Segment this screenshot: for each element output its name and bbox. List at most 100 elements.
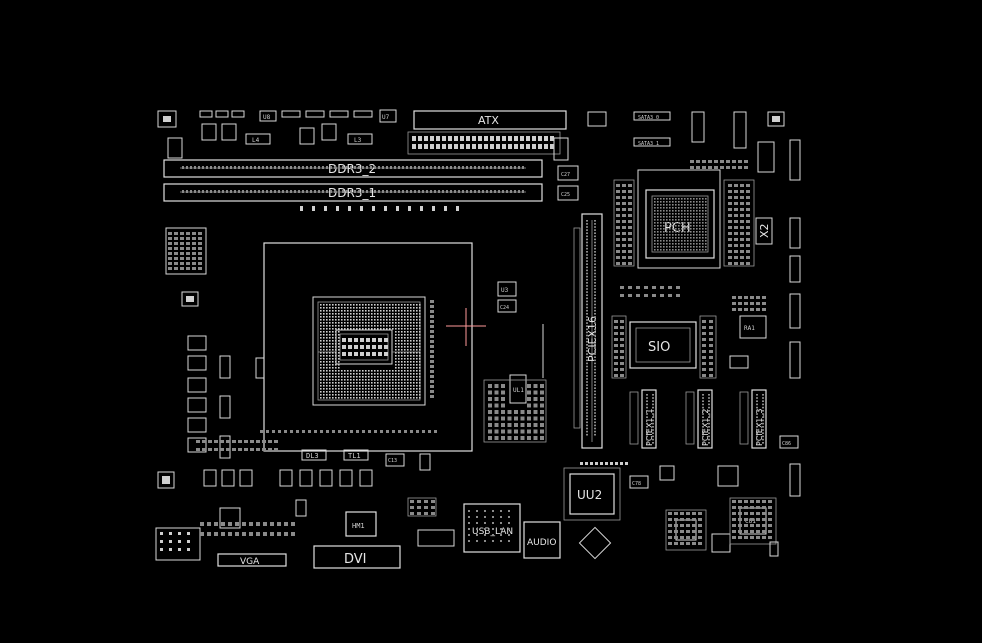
pad: [690, 201, 692, 203]
pad: [672, 219, 674, 221]
pad: [430, 305, 434, 308]
pad: [341, 373, 343, 375]
pad: [746, 232, 750, 235]
pad: [320, 430, 323, 433]
pad: [404, 355, 406, 357]
pad: [702, 243, 704, 245]
pad: [756, 400, 758, 402]
pad: [294, 166, 296, 169]
pad: [678, 216, 680, 218]
pad: [430, 166, 432, 169]
pad: [320, 331, 322, 333]
pad: [756, 442, 758, 444]
pad: [458, 190, 460, 193]
pad: [687, 198, 689, 200]
pad: [329, 394, 331, 396]
pad: [371, 370, 373, 372]
pad: [681, 198, 683, 200]
pad: [368, 430, 371, 433]
pad: [669, 198, 671, 200]
pad: [681, 207, 683, 209]
pad: [693, 207, 695, 209]
pad: [332, 304, 334, 306]
pad: [323, 346, 325, 348]
pad: [678, 249, 680, 251]
pad: [410, 355, 412, 357]
pad: [401, 316, 403, 318]
pad: [320, 319, 322, 321]
pad: [383, 313, 385, 315]
pad: [762, 296, 766, 299]
pad: [708, 432, 710, 434]
pad: [406, 190, 408, 193]
pad: [238, 448, 242, 451]
pad: [501, 436, 505, 440]
pad: [699, 246, 701, 248]
pad: [750, 500, 754, 503]
pad: [628, 256, 632, 259]
pad: [702, 237, 704, 239]
pad: [419, 388, 421, 390]
pad: [684, 207, 686, 209]
pad: [444, 206, 447, 211]
pad: [696, 213, 698, 215]
pad: [669, 204, 671, 206]
pad: [663, 198, 665, 200]
pad: [413, 370, 415, 372]
pad: [344, 391, 346, 393]
pad: [762, 397, 764, 399]
right-of-socket: U3 C24 UL1: [483, 281, 547, 443]
pad: [762, 435, 764, 438]
pad: [323, 334, 325, 336]
pad: [594, 325, 596, 327]
pad: [192, 232, 196, 235]
pad: [178, 548, 181, 551]
pad: [398, 364, 400, 366]
pad: [407, 352, 409, 354]
pad: [416, 328, 418, 330]
pad: [696, 222, 698, 224]
pad: [353, 397, 355, 399]
pad: [329, 379, 331, 381]
pad: [350, 304, 352, 306]
pad: [419, 343, 421, 345]
pad: [740, 238, 744, 241]
pad: [693, 234, 695, 236]
pad: [262, 190, 264, 193]
pad: [377, 370, 379, 372]
pad: [368, 322, 370, 324]
pad: [278, 190, 280, 193]
pad: [290, 166, 292, 169]
pad: [320, 394, 322, 396]
pad: [430, 320, 434, 323]
pad: [358, 166, 360, 169]
pad: [681, 201, 683, 203]
label-audio: AUDIO: [527, 538, 556, 548]
pad: [320, 310, 322, 312]
pad: [586, 415, 588, 417]
pad: [392, 322, 394, 324]
pad: [628, 262, 632, 265]
pad: [660, 286, 664, 289]
pad: [693, 246, 695, 248]
pad: [350, 316, 352, 318]
pad: [386, 316, 388, 318]
pad: [398, 316, 400, 318]
pad: [594, 254, 596, 256]
pad: [398, 388, 400, 390]
pad: [395, 367, 397, 369]
pad: [341, 391, 343, 393]
pad: [594, 430, 596, 433]
pad: [622, 250, 626, 253]
pad: [702, 338, 706, 341]
pad: [657, 246, 659, 248]
pad: [386, 394, 388, 396]
pad: [348, 352, 352, 356]
pad: [168, 262, 172, 265]
pad: [431, 506, 435, 509]
pad: [407, 364, 409, 366]
pad: [663, 207, 665, 209]
pad: [419, 397, 421, 399]
pad: [320, 397, 322, 399]
pad: [389, 376, 391, 378]
